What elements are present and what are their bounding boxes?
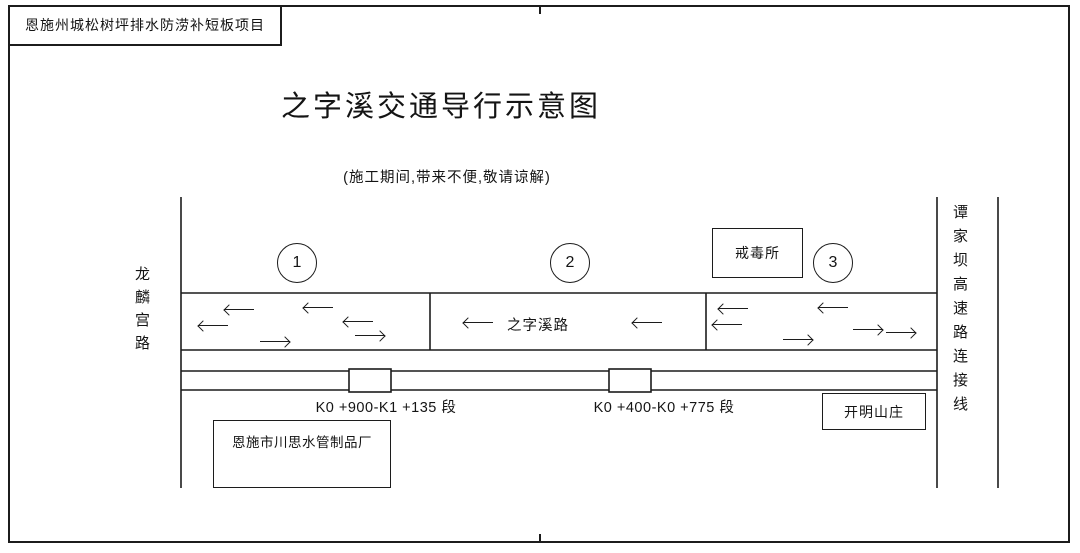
- factory-box: 恩施市川思水管制品厂: [213, 420, 391, 488]
- frame-tick-bottom: [539, 534, 541, 543]
- zone-1-number: 1: [292, 254, 302, 271]
- right-road-label: 谭家坝高速路连接线: [951, 204, 968, 420]
- arrow-right-icon: [353, 329, 387, 343]
- segment-2-label: K0 +400-K0 +775 段: [593, 400, 735, 416]
- arrow-right-icon: [851, 323, 885, 337]
- zone-1-badge: 1: [277, 243, 317, 283]
- arrow-left-icon: [222, 303, 256, 317]
- frame-tick-top: [539, 5, 541, 14]
- zone-2-badge: 2: [550, 243, 590, 283]
- zone-2-number: 2: [565, 254, 575, 271]
- zone-3-number: 3: [828, 254, 838, 271]
- zone-3-badge: 3: [813, 243, 853, 283]
- segment-1-label: K0 +900-K1 +135 段: [315, 400, 457, 416]
- project-title: 恩施州城松树坪排水防涝补短板项目: [25, 17, 265, 33]
- detox-center-label: 戒毒所: [735, 245, 780, 261]
- diagram-title: 之字溪交通导行示意图: [280, 91, 601, 123]
- main-road-label: 之字溪路: [507, 318, 569, 334]
- arrow-right-icon: [258, 335, 292, 349]
- arrow-left-icon: [196, 319, 230, 333]
- kaiming-villa-box: 开明山庄: [822, 393, 926, 430]
- arrow-left-icon: [816, 301, 850, 315]
- diagram-subtitle: (施工期间,带来不便,敬请谅解): [343, 170, 551, 186]
- arrow-right-icon: [781, 333, 815, 347]
- arrow-left-icon: [710, 318, 744, 332]
- kaiming-villa-label: 开明山庄: [844, 403, 904, 420]
- arrow-left-icon: [630, 316, 664, 330]
- arrow-right-icon: [884, 326, 918, 340]
- left-road-label: 龙麟宫路: [133, 266, 150, 358]
- arrow-left-icon: [461, 316, 495, 330]
- arrow-left-icon: [341, 315, 375, 329]
- arrow-left-icon: [301, 301, 335, 315]
- arrow-left-icon: [716, 302, 750, 316]
- detox-center-box: 戒毒所: [712, 228, 803, 278]
- factory-label: 恩施市川思水管制品厂: [232, 435, 372, 450]
- project-title-box: 恩施州城松树坪排水防涝补短板项目: [10, 7, 282, 46]
